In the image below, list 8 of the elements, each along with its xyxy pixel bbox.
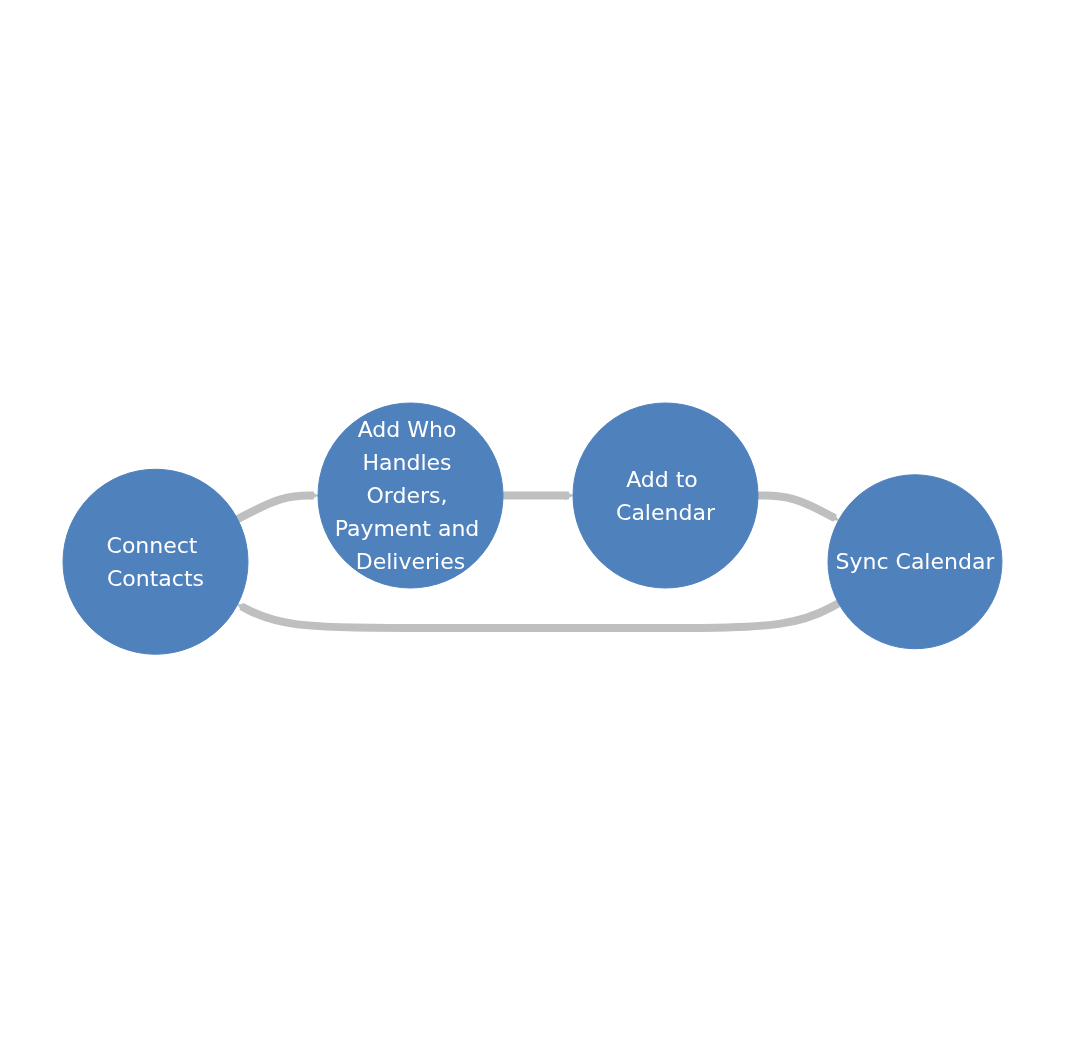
arrow bbox=[503, 491, 574, 501]
arrow bbox=[237, 600, 841, 633]
node-circle: Add to Calendar bbox=[572, 402, 759, 589]
node-circle: Sync Calendar bbox=[827, 474, 1003, 650]
arrow bbox=[758, 491, 839, 523]
node-circle: Add Who Handles Orders, Payment and Deliveries bbox=[317, 402, 504, 589]
node-circle: Connect Contacts bbox=[62, 469, 249, 656]
arrow bbox=[235, 491, 319, 524]
